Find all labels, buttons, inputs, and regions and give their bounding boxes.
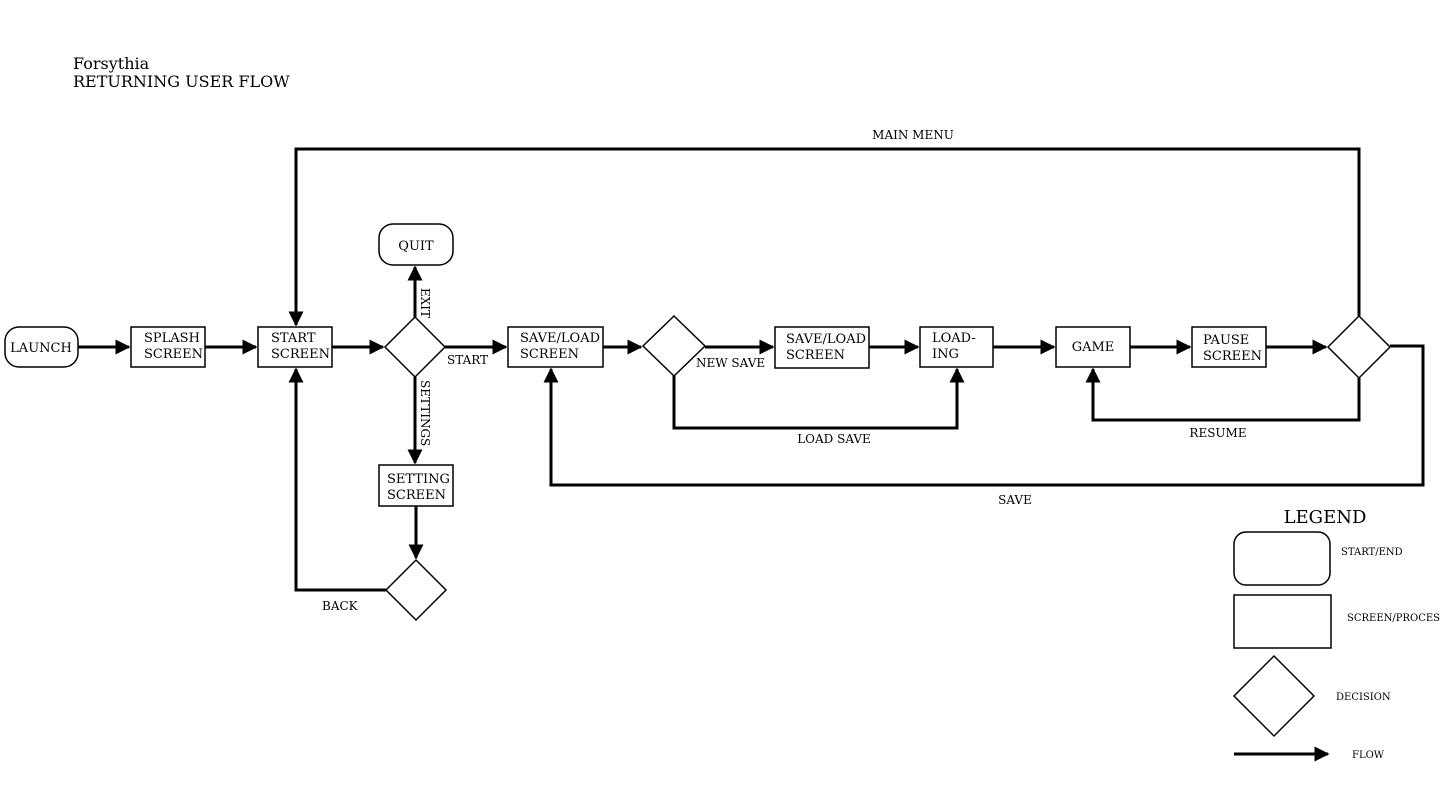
node-splash-label-line1: SPLASH <box>144 331 200 346</box>
edge-label-save: SAVE <box>998 493 1032 507</box>
edge-label-new-save: NEW SAVE <box>696 356 765 370</box>
node-launch: LAUNCH <box>4 326 79 368</box>
node-saveload2-label-line2: SCREEN <box>786 348 845 363</box>
legend-start-end-label: START/END <box>1341 547 1403 558</box>
node-pause-label-line1: PAUSE <box>1203 333 1249 348</box>
node-save-load-screen-1: SAVE/LOAD SCREEN <box>507 326 604 368</box>
node-saveload2-label-line1: SAVE/LOAD <box>786 332 866 347</box>
node-saveload1-label-line1: SAVE/LOAD <box>520 331 600 346</box>
legend-flow-label: FLOW <box>1352 750 1385 761</box>
node-launch-label: LAUNCH <box>10 341 72 356</box>
edge-label-settings: SETTINGS <box>418 380 432 446</box>
decision-main <box>383 315 447 379</box>
node-game: GAME <box>1055 326 1131 368</box>
node-loading-label-line1: LOAD- <box>932 331 976 346</box>
edge-label-resume: RESUME <box>1189 426 1246 440</box>
node-setting-screen: SETTING SCREEN <box>378 464 454 507</box>
edge-resume <box>1085 367 1361 422</box>
node-splash-screen: SPLASH SCREEN <box>130 326 206 368</box>
legend-start-end-shape <box>1233 531 1331 586</box>
node-saveload1-label-line2: SCREEN <box>520 347 579 362</box>
edge-save <box>543 344 1425 487</box>
legend: LEGEND START/END SCREEN/PROCESS DECISION… <box>1232 507 1440 762</box>
node-setting-label-line1: SETTING <box>387 472 450 487</box>
node-pause-screen: PAUSE SCREEN <box>1191 326 1267 368</box>
node-start-label-line1: START <box>271 331 316 346</box>
diagram-title: RETURNING USER FLOW <box>73 72 290 91</box>
node-splash-label-line2: SCREEN <box>144 347 203 362</box>
edge-label-load-save: LOAD SAVE <box>797 432 871 446</box>
legend-decision-label: DECISION <box>1336 692 1391 703</box>
node-quit-label: QUIT <box>398 239 434 254</box>
node-pause-label-line2: SCREEN <box>1203 349 1262 364</box>
node-loading: LOAD- ING <box>919 326 994 368</box>
app-name: Forsythia <box>73 54 150 73</box>
legend-screen-process-shape <box>1233 594 1332 649</box>
decision-pause <box>1326 314 1392 380</box>
node-setting-label-line2: SCREEN <box>387 488 446 503</box>
diagram-title-block: Forsythia RETURNING USER FLOW <box>73 55 290 91</box>
node-quit: QUIT <box>378 223 454 266</box>
decision-settings <box>384 558 448 622</box>
edge-load-save <box>672 367 965 430</box>
edge-back-to-start <box>288 367 386 592</box>
legend-title: LEGEND <box>1284 507 1367 528</box>
legend-screen-process-label: SCREEN/PROCESS <box>1347 613 1440 624</box>
node-start-screen: START SCREEN <box>257 326 333 368</box>
edge-label-start: START <box>447 353 488 367</box>
node-game-label: GAME <box>1072 340 1115 355</box>
edge-label-back: BACK <box>322 599 359 613</box>
edge-main-menu <box>288 147 1361 327</box>
node-loading-label-line2: ING <box>932 347 959 362</box>
edge-label-main-menu: MAIN MENU <box>872 128 954 142</box>
edges <box>78 147 1425 592</box>
node-start-label-line2: SCREEN <box>271 347 330 362</box>
edge-label-exit: EXIT <box>418 288 432 318</box>
node-save-load-screen-2: SAVE/LOAD SCREEN <box>774 326 870 369</box>
legend-decision-shape <box>1232 654 1316 738</box>
